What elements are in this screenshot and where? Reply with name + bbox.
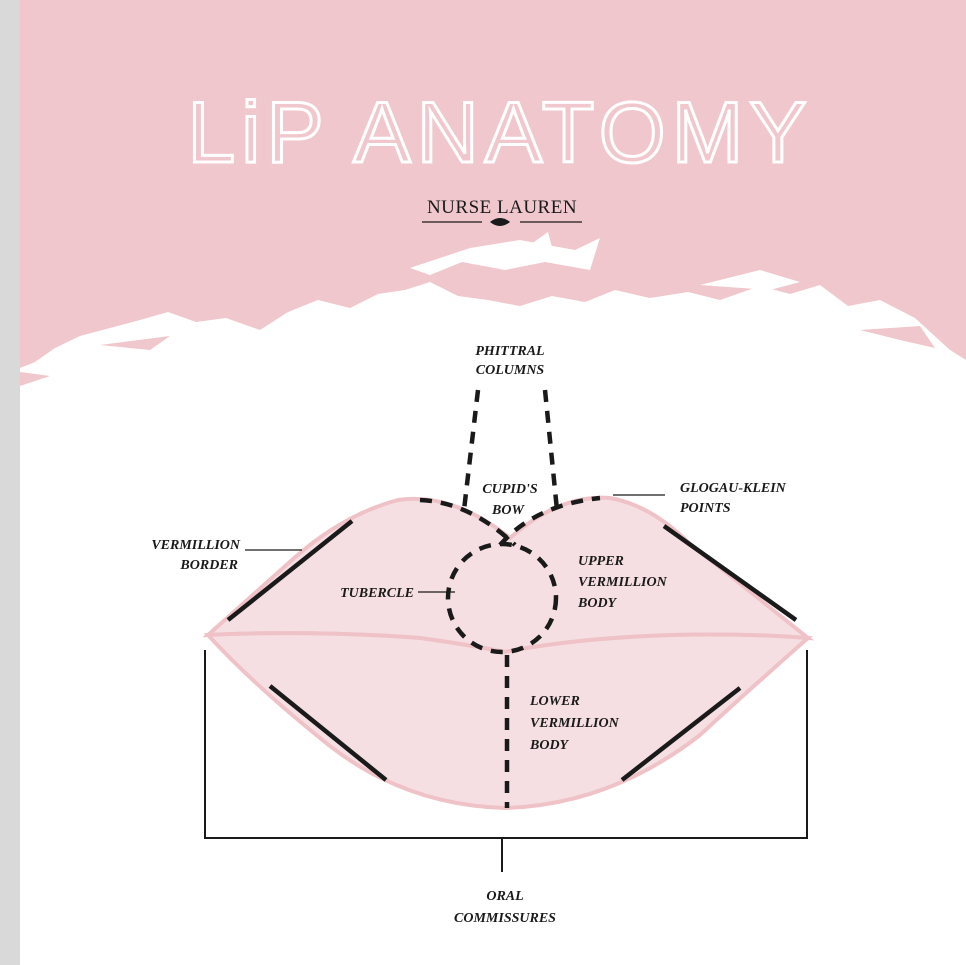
label-upper-vermillion-line2: VERMILLION xyxy=(578,575,668,590)
label-lower-vermillion-line1: LOWER xyxy=(529,694,580,709)
label-lower-vermillion-line3: BODY xyxy=(529,738,570,753)
label-glogau-klein-line1: GLOGAU-KLEIN xyxy=(680,481,787,496)
label-upper-vermillion-line1: UPPER xyxy=(578,554,624,569)
label-vermillion-border-line1: VERMILLION xyxy=(151,538,241,553)
label-vermillion-border-line2: BORDER xyxy=(179,558,238,573)
label-oral-commissures-line1: ORAL xyxy=(486,889,523,904)
label-oral-commissures-line2: COMMISSURES xyxy=(454,911,556,926)
label-glogau-klein-line2: POINTS xyxy=(680,501,731,516)
label-lower-vermillion-line2: VERMILLION xyxy=(530,716,620,731)
label-cupids-bow-line1: CUPID'S xyxy=(482,482,537,497)
brand-name: NURSE LAUREN xyxy=(427,197,577,218)
label-philtral-columns-line2: COLUMNS xyxy=(476,363,545,378)
label-cupids-bow-line2: BOW xyxy=(491,503,525,518)
label-tubercle: TUBERCLE xyxy=(340,586,414,601)
label-upper-vermillion-line3: BODY xyxy=(577,596,618,611)
poster-title: LiP ANATOMY xyxy=(187,85,812,181)
label-philtral-columns-line1: PHITTRAL xyxy=(475,344,544,359)
